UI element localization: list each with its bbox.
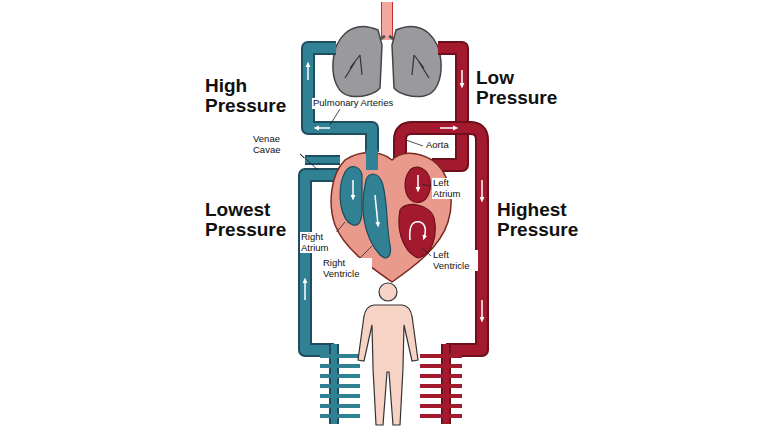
capillary bbox=[320, 354, 360, 358]
leader-lines bbox=[298, 109, 431, 258]
capillary bbox=[420, 384, 462, 388]
capillary bbox=[320, 414, 360, 418]
capillary bbox=[320, 384, 360, 388]
capillary bbox=[320, 394, 360, 398]
pressure-label: Lowest Pressure bbox=[205, 200, 300, 240]
capillary bbox=[420, 414, 462, 418]
chamber-label: Left Ventricle bbox=[432, 250, 478, 271]
capillary bbox=[320, 364, 360, 368]
chamber-label: Right Atrium bbox=[300, 232, 338, 253]
vessel-label: Aorta bbox=[425, 140, 450, 151]
pressure-label: Highest Pressure bbox=[497, 200, 597, 240]
capillary bbox=[420, 404, 462, 408]
capillary bbox=[320, 404, 360, 408]
vessel-label: Pulmonary Arteries bbox=[312, 98, 394, 109]
capillary bbox=[320, 374, 360, 378]
pressure-label: Low Pressure bbox=[476, 68, 568, 108]
pressure-label: High Pressure bbox=[205, 76, 297, 116]
vessel-label: Venae Cavae bbox=[252, 134, 300, 155]
capillary bbox=[420, 374, 462, 378]
chamber-label: Left Atrium bbox=[432, 178, 472, 199]
chamber-label: Right Ventricle bbox=[322, 258, 372, 279]
person bbox=[358, 283, 418, 425]
capillary bbox=[420, 354, 462, 358]
capillary bbox=[420, 394, 462, 398]
capillary bbox=[420, 364, 462, 368]
lungs bbox=[333, 2, 441, 97]
